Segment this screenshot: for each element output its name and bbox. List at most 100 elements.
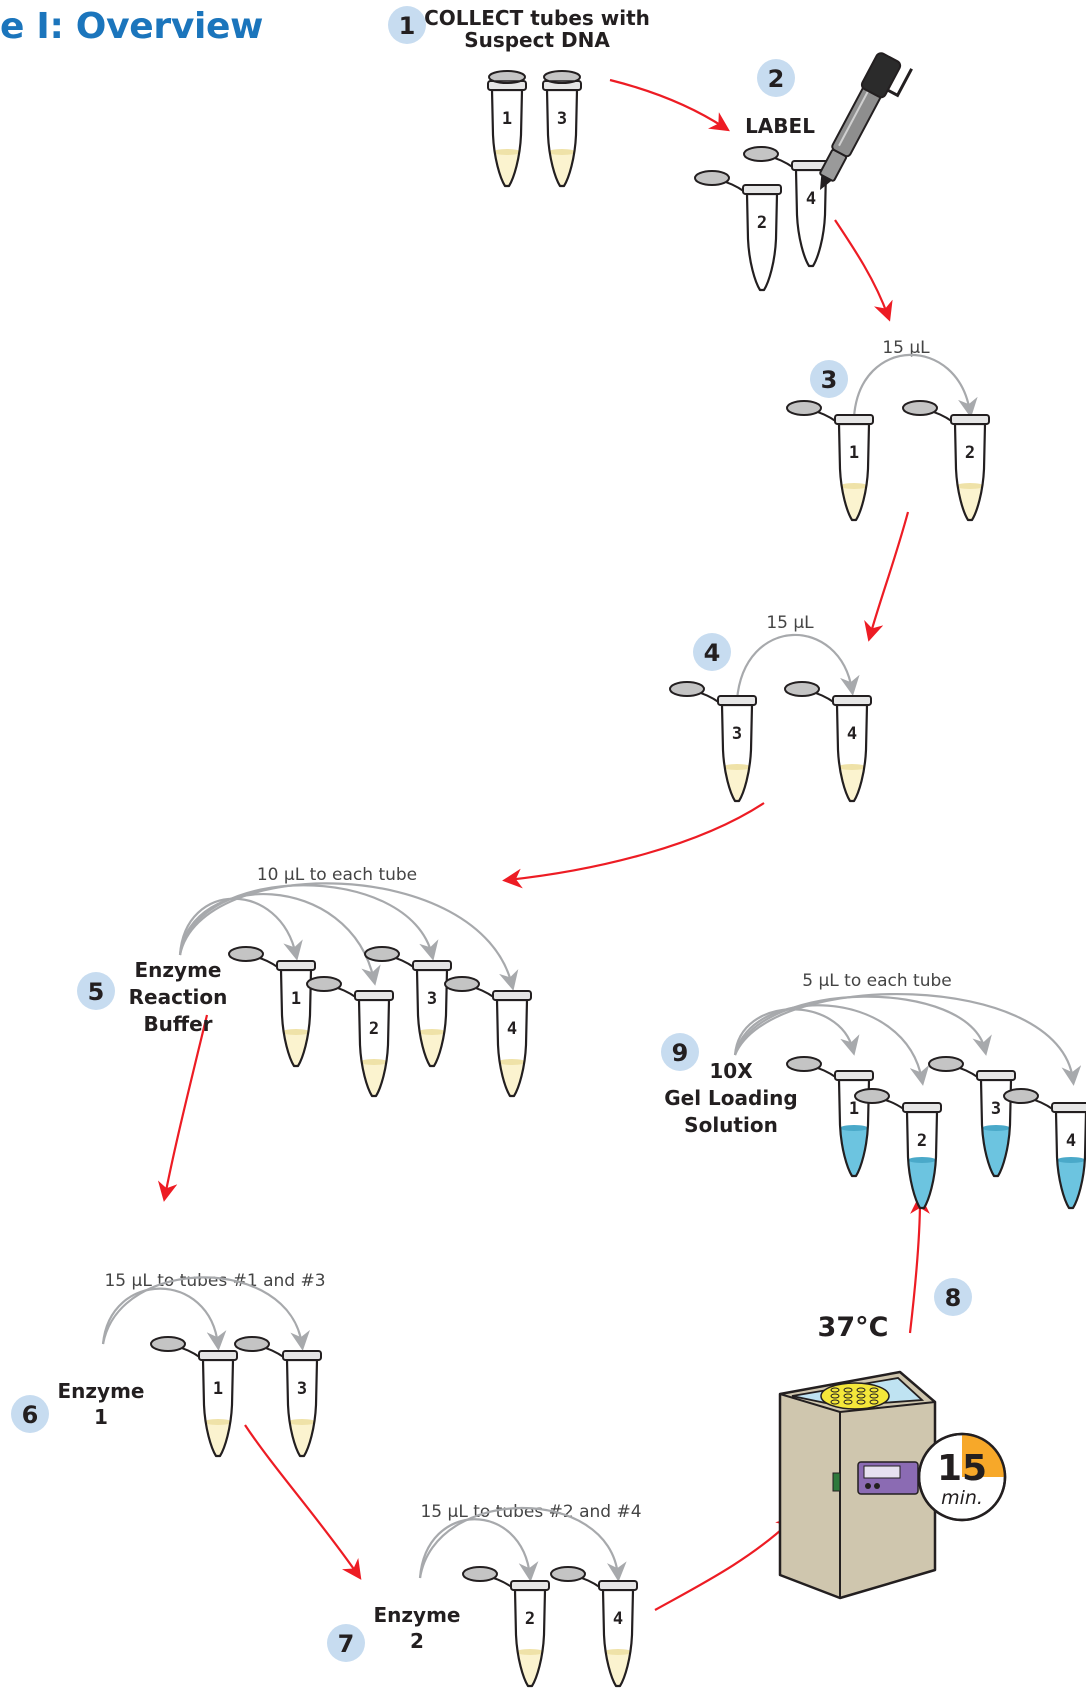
tube-number-label: 1 (291, 989, 301, 1009)
microcentrifuge-tube: 2 (306, 976, 394, 1098)
microcentrifuge-tube: 1 (786, 1056, 874, 1178)
microcentrifuge-tube: 4 (444, 976, 532, 1098)
svg-text:Enzyme: Enzyme (374, 1603, 461, 1627)
tube-number-label: 1 (502, 109, 512, 129)
page-title: e I: Overview (0, 6, 264, 47)
tube-number-label: 1 (213, 1379, 223, 1399)
flow-arrow (244, 1424, 362, 1580)
transfer-arrow (178, 897, 303, 961)
svg-text:LABEL: LABEL (745, 114, 815, 138)
step-number-badge: 3 (810, 360, 848, 398)
svg-text:7: 7 (338, 1630, 355, 1658)
tube-number-label: 2 (757, 213, 767, 233)
svg-text:Suspect DNA: Suspect DNA (464, 28, 610, 52)
svg-text:Enzyme: Enzyme (135, 958, 222, 982)
microcentrifuge-tube: 2 (854, 1088, 942, 1210)
step-number-badge: 1 (388, 6, 426, 44)
svg-text:5: 5 (88, 978, 105, 1006)
microcentrifuge-tube: 3 (669, 681, 757, 803)
svg-text:8: 8 (945, 1284, 962, 1312)
timer-unit: min. (941, 1487, 983, 1509)
tube-number-label: 3 (297, 1379, 307, 1399)
tube-number-label: 2 (965, 443, 975, 463)
transfer-arrow (733, 993, 1082, 1086)
tube-number-label: 2 (917, 1131, 927, 1151)
svg-text:6: 6 (22, 1401, 39, 1429)
marker-pen-icon (819, 52, 913, 190)
water-bath-icon (778, 1370, 937, 1600)
transfer-arrow (733, 995, 992, 1056)
transfer-arrow (418, 1507, 627, 1582)
microcentrifuge-tube: 4 (743, 146, 831, 268)
transfer-amount: 5 µL to each tube (802, 971, 951, 991)
step-label: LABEL (745, 114, 815, 138)
microcentrifuge-tube: 1 (786, 400, 874, 522)
tube-number-label: 3 (427, 989, 437, 1009)
microcentrifuge-tube: 2 (902, 400, 990, 522)
timer-value: 15 (937, 1448, 987, 1489)
tube-number-label: 1 (849, 1099, 859, 1119)
microcentrifuge-tube: 3 (928, 1056, 1016, 1178)
svg-text:1: 1 (94, 1405, 108, 1429)
tube-number-label: 3 (557, 109, 567, 129)
microcentrifuge-tube: 3 (234, 1336, 322, 1458)
microcentrifuge-tube: 3 (542, 70, 582, 188)
svg-text:Gel Loading: Gel Loading (664, 1086, 798, 1110)
step-number-badge: 2 (757, 59, 795, 97)
transfer-arrow (178, 884, 439, 961)
tube-number-label: 2 (369, 1019, 379, 1039)
svg-text:Buffer: Buffer (143, 1012, 212, 1036)
step-number-badge: 8 (934, 1278, 972, 1316)
flow-arrow (654, 1515, 797, 1611)
svg-text:Enzyme: Enzyme (58, 1379, 145, 1403)
microcentrifuge-tube: 1 (150, 1336, 238, 1458)
svg-text:2: 2 (768, 65, 785, 93)
svg-text:4: 4 (704, 639, 721, 667)
flow-arrow (609, 78, 730, 132)
svg-text:10X: 10X (709, 1059, 753, 1083)
microcentrifuge-tube: 4 (784, 681, 872, 803)
svg-text:2: 2 (410, 1629, 424, 1653)
flow-arrow (864, 511, 910, 642)
transfer-amount: 15 µL to tubes #1 and #3 (104, 1271, 325, 1291)
transfer-arrow (735, 633, 860, 701)
microcentrifuge-tube: 1 (487, 70, 527, 188)
svg-text:COLLECT tubes with: COLLECT tubes with (424, 6, 650, 30)
svg-text:1: 1 (399, 12, 416, 40)
tube-number-label: 4 (806, 189, 816, 209)
tube-number-label: 4 (847, 724, 857, 744)
svg-text:Reaction: Reaction (129, 985, 228, 1009)
transfer-arrow (733, 1008, 860, 1056)
microcentrifuge-tube: 4 (550, 1566, 638, 1688)
transfer-amount: 10 µL to each tube (257, 865, 417, 885)
step-number-badge: 6 (11, 1395, 49, 1433)
flow-arrow (908, 1194, 930, 1334)
tube-number-label: 4 (613, 1609, 623, 1629)
transfer-amount: 15 µL to tubes #2 and #4 (420, 1502, 641, 1522)
flow-arrow (502, 802, 765, 889)
step-number-badge: 4 (693, 633, 731, 671)
step-number-badge: 7 (327, 1624, 365, 1662)
step-number-badge: 5 (77, 972, 115, 1010)
flow-arrow (157, 1014, 209, 1202)
transfer-arrow (101, 1276, 310, 1351)
tube-number-label: 2 (525, 1609, 535, 1629)
transfer-arrow (178, 882, 519, 991)
flow-arrow (834, 219, 893, 322)
transfer-arrow (101, 1287, 227, 1351)
transfer-arrow (733, 1004, 930, 1086)
microcentrifuge-tube: 1 (228, 946, 316, 1068)
microcentrifuge-tube: 4 (1003, 1088, 1086, 1210)
tube-number-label: 4 (507, 1019, 517, 1039)
incubation-temperature: 37°C (818, 1312, 889, 1343)
transfer-amount: 15 µL (766, 613, 814, 633)
svg-text:Solution: Solution (684, 1113, 778, 1137)
step-number-badge: 9 (661, 1033, 699, 1071)
tube-number-label: 1 (849, 443, 859, 463)
